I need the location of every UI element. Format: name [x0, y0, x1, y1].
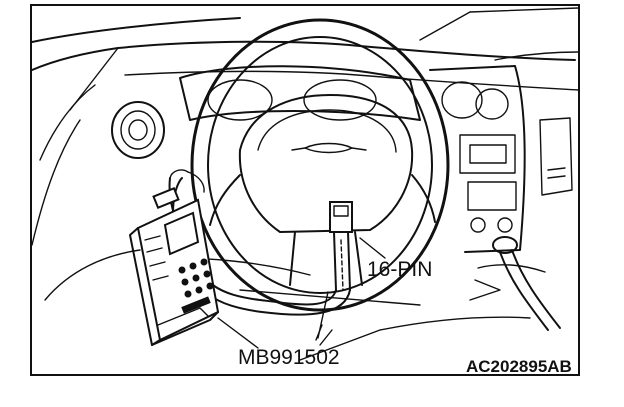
figure-frame — [30, 4, 580, 376]
steering-wheel — [190, 18, 450, 312]
connector-label: 16-PIN — [367, 258, 432, 281]
scan-tool-keypad — [178, 258, 214, 314]
cable-part-label: MB991502 — [238, 346, 340, 369]
figure-code-label: AC202895AB — [466, 357, 572, 376]
center-stack — [429, 65, 573, 253]
16-pin-connector — [329, 201, 353, 291]
scan-tool — [129, 187, 220, 346]
leader-lines — [217, 237, 386, 349]
windshield-pillar — [31, 17, 241, 301]
gear-shift — [469, 236, 561, 331]
left-air-vent — [111, 101, 165, 159]
instrument-cluster — [179, 65, 421, 121]
